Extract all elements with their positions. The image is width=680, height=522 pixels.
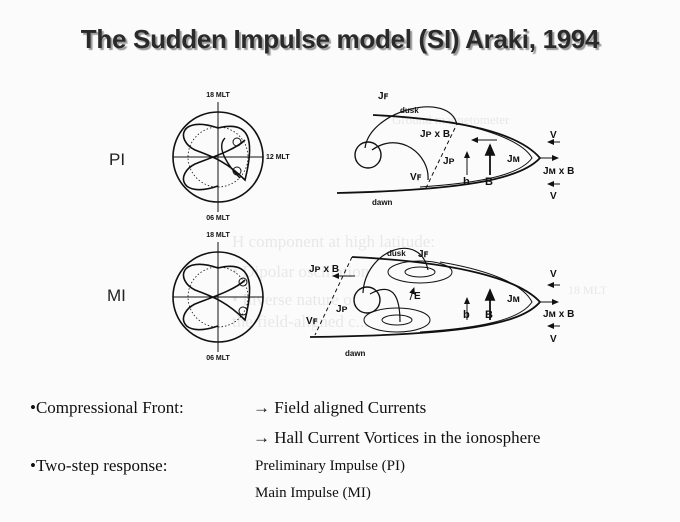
label-jm: Jᴍ (507, 294, 520, 305)
label-jm: Jᴍ (507, 154, 520, 165)
label-dawn: dawn (345, 349, 366, 358)
label-jpxb: Jᴘ x B (420, 129, 450, 140)
label-v: V (550, 130, 557, 141)
pi-label: PI (109, 150, 126, 169)
label-b-small: b (463, 176, 470, 188)
mi-label: MI (107, 286, 126, 305)
label-v: V (550, 191, 557, 202)
label-jp: Jᴘ (443, 156, 455, 167)
bullet-item: Preliminary Impulse (PI) (255, 458, 405, 474)
label-vf: Vꜰ (306, 316, 318, 327)
label-jf: Jꜰ (418, 249, 429, 260)
label-e: E (414, 291, 421, 302)
label-jp: Jᴘ (336, 304, 348, 315)
label-v: V (550, 334, 557, 345)
label-dusk: dusk (387, 249, 406, 258)
polar-label-12mlt: 12 MLT (266, 154, 290, 161)
ghost-text: the field-aligned c... (232, 312, 369, 331)
bullet-item: → Hall Current Vortices in the ionospher… (253, 428, 541, 447)
bullet-item: Main Impulse (MI) (255, 485, 371, 501)
polar-label-06mlt: 06 MLT (206, 355, 230, 362)
label-vf: Vꜰ (410, 172, 422, 183)
magnetosphere-mi (309, 247, 560, 338)
ghost-text: Ground magnetometer (392, 112, 510, 127)
polar-label-18mlt: 18 MLT (206, 92, 230, 99)
polar-plot-mi (172, 242, 264, 352)
ghost-text: 18 MLT (568, 283, 608, 297)
label-jmxb: Jᴍ x B (543, 166, 574, 177)
magnetosphere-pi (336, 106, 560, 194)
label-jmxb: Jᴍ x B (543, 309, 574, 320)
label-dawn: dawn (372, 198, 393, 207)
label-jf: Jꜰ (378, 91, 389, 102)
label-b-big: B (485, 176, 493, 188)
polar-label-06mlt: 06 MLT (206, 215, 230, 222)
label-b-big: B (485, 309, 493, 321)
bullet-compressional-front: •Compressional Front: (30, 398, 184, 417)
label-v: V (550, 269, 557, 280)
label-dusk: dusk (400, 106, 419, 115)
bullet-two-step-response: •Two-step response: (30, 456, 168, 475)
label-jpxb: Jᴘ x B (309, 264, 339, 275)
label-b-small: b (463, 309, 470, 321)
ghost-text: H component at high latitude: (232, 232, 436, 251)
slide-title: The Sudden Impulse model (SI) Araki, 199… (80, 24, 600, 54)
polar-plot-pi (172, 102, 264, 212)
bullet-item: → Field aligned Currents (253, 398, 427, 417)
polar-label-18mlt: 18 MLT (206, 232, 230, 239)
